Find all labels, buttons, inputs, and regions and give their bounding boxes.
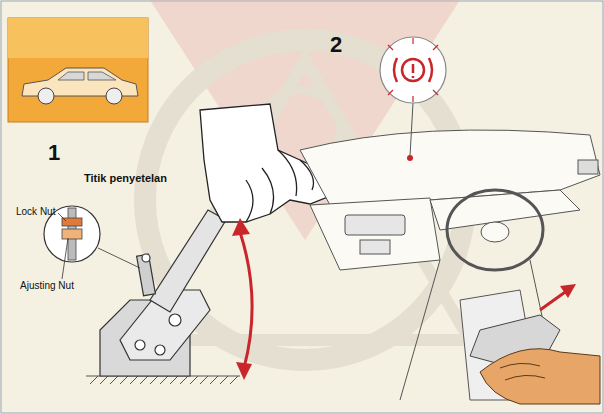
ground-hatch bbox=[86, 376, 240, 384]
hand-on-brake bbox=[470, 284, 600, 404]
leader-lines bbox=[58, 213, 68, 279]
brake-warning-icon bbox=[380, 37, 446, 161]
car-thumbnail bbox=[8, 18, 148, 122]
callout-number: 1 bbox=[48, 140, 60, 166]
part-label: Lock Nut bbox=[16, 206, 55, 217]
motion-arrow bbox=[232, 218, 252, 380]
section-heading: Titik penyetelan bbox=[84, 172, 167, 184]
lever-mechanism bbox=[100, 210, 226, 376]
detail-circle bbox=[44, 206, 140, 268]
part-label: Ajusting Nut bbox=[20, 280, 74, 291]
callout-number: 2 bbox=[330, 32, 342, 58]
